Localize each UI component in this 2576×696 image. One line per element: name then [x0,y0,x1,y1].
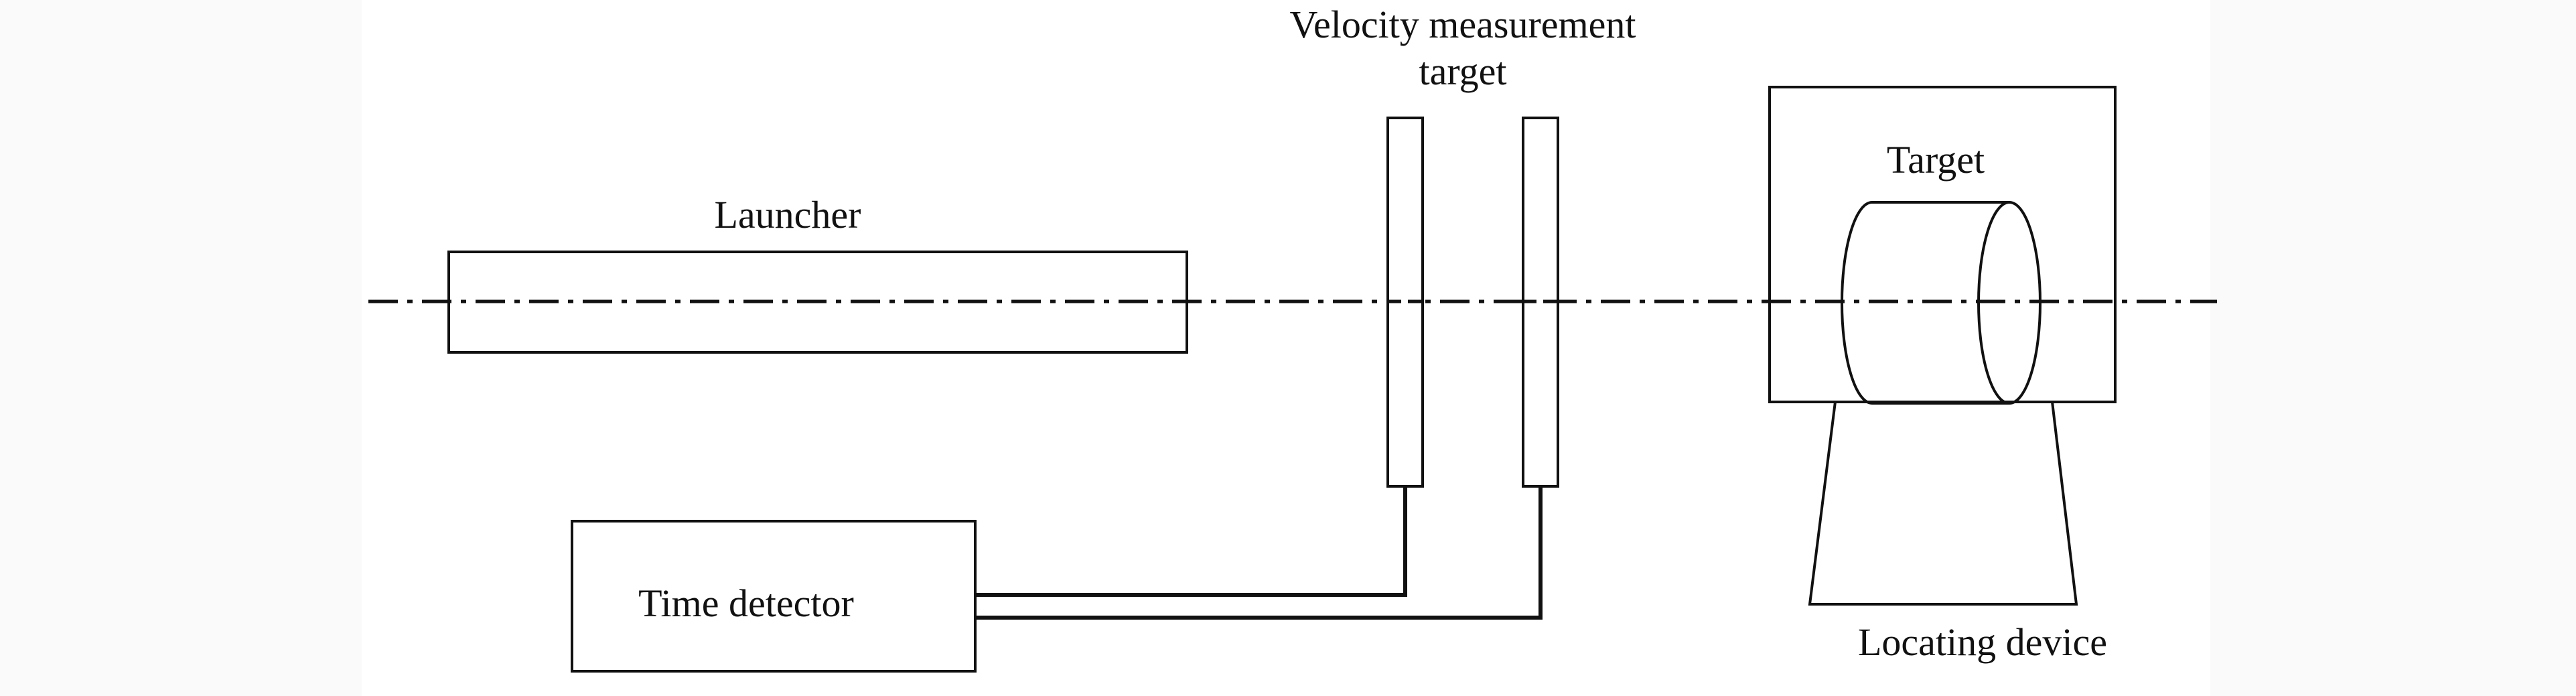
locating-device-label: Locating device [1858,620,2107,664]
velocity-target-label-line2: target [1419,50,1507,93]
launcher-tube [447,251,1188,354]
locating-device-stand [1808,401,2078,606]
target-label: Target [1887,138,1985,182]
signal-wire-plate-2 [975,486,1543,620]
time-detector-label: Time detector [638,581,854,625]
signal-wire-plate-1 [975,486,1407,597]
launcher-label: Launcher [715,193,861,236]
velocity-target-label-line1: Velocity measurement [1290,3,1636,46]
time-detector-box [571,520,977,673]
